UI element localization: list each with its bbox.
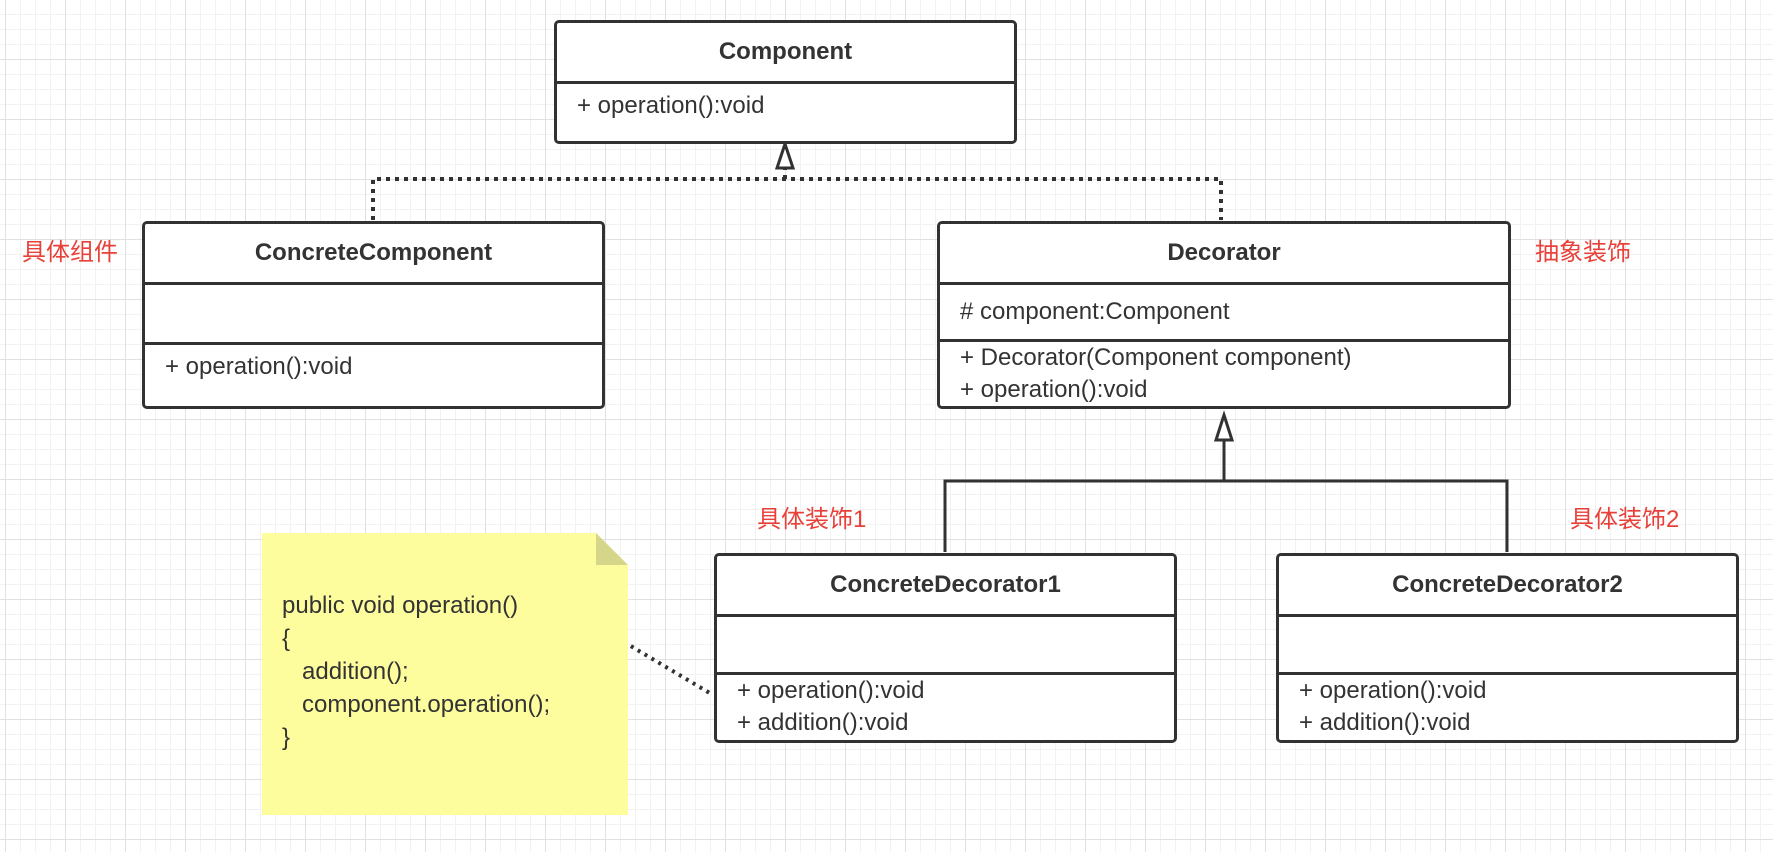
note-code-line: {: [282, 625, 291, 652]
class-concrete-component[interactable]: ConcreteComponent + operation():void: [142, 221, 605, 409]
method-row: + addition():void: [1299, 709, 1471, 736]
generalization-line: [943, 479, 1509, 552]
method-row: + operation():void: [165, 353, 353, 380]
code-note[interactable]: public void operation() { addition(); co…: [262, 533, 628, 815]
realization-arrowhead-icon: [774, 139, 796, 170]
class-methods: + operation():void + addition():void: [717, 675, 1174, 739]
class-name: ConcreteComponent: [145, 224, 602, 285]
method-row: + operation():void: [577, 92, 765, 119]
class-attributes: [1279, 617, 1736, 675]
method-row: + operation():void: [737, 677, 925, 704]
class-attributes: [717, 617, 1174, 675]
class-name: ConcreteDecorator1: [717, 556, 1174, 617]
realization-line-concrete-component: [371, 177, 1223, 220]
class-attributes: [145, 285, 602, 345]
method-row: + Decorator(Component component): [960, 344, 1352, 371]
annotation-concrete-decorator-1: 具体装饰1: [757, 506, 867, 533]
method-row: + operation():void: [1299, 677, 1487, 704]
class-methods: + operation():void + addition():void: [1279, 675, 1736, 739]
class-name: ConcreteDecorator2: [1279, 556, 1736, 617]
generalization-arrowhead-icon: [1213, 410, 1235, 442]
note-code-line: }: [282, 724, 291, 751]
class-decorator[interactable]: Decorator # component:Component + Decora…: [937, 221, 1511, 409]
class-name: Decorator: [940, 224, 1508, 285]
note-body: [262, 533, 628, 815]
class-methods: + Decorator(Component component) + opera…: [940, 342, 1508, 406]
note-code-line: addition();: [282, 658, 409, 685]
class-methods: + operation():void: [145, 345, 602, 383]
note-code-line: public void operation(): [282, 592, 519, 619]
class-component[interactable]: Component + operation():void: [554, 20, 1017, 144]
class-concrete-decorator-2[interactable]: ConcreteDecorator2 + operation():void + …: [1276, 553, 1739, 743]
attribute-row: # component:Component: [960, 298, 1230, 325]
generalization-connector: [943, 410, 1509, 552]
class-concrete-decorator-1[interactable]: ConcreteDecorator1 + operation():void + …: [714, 553, 1177, 743]
realization-connector: [371, 139, 1223, 220]
method-row: + addition():void: [737, 709, 909, 736]
annotation-abstract-decorator: 抽象装饰: [1535, 239, 1631, 266]
method-row: + operation():void: [960, 376, 1148, 403]
note-link-line: [622, 640, 715, 697]
class-attributes: # component:Component: [940, 285, 1508, 342]
annotation-concrete-component: 具体组件: [22, 239, 118, 266]
class-name: Component: [557, 23, 1014, 84]
note-code-line: component.operation();: [282, 691, 551, 718]
class-methods: + operation():void: [557, 84, 1014, 122]
annotation-concrete-decorator-2: 具体装饰2: [1570, 506, 1680, 533]
note-code: public void operation() { addition(); co…: [282, 589, 550, 754]
note-fold-corner: [596, 533, 628, 565]
